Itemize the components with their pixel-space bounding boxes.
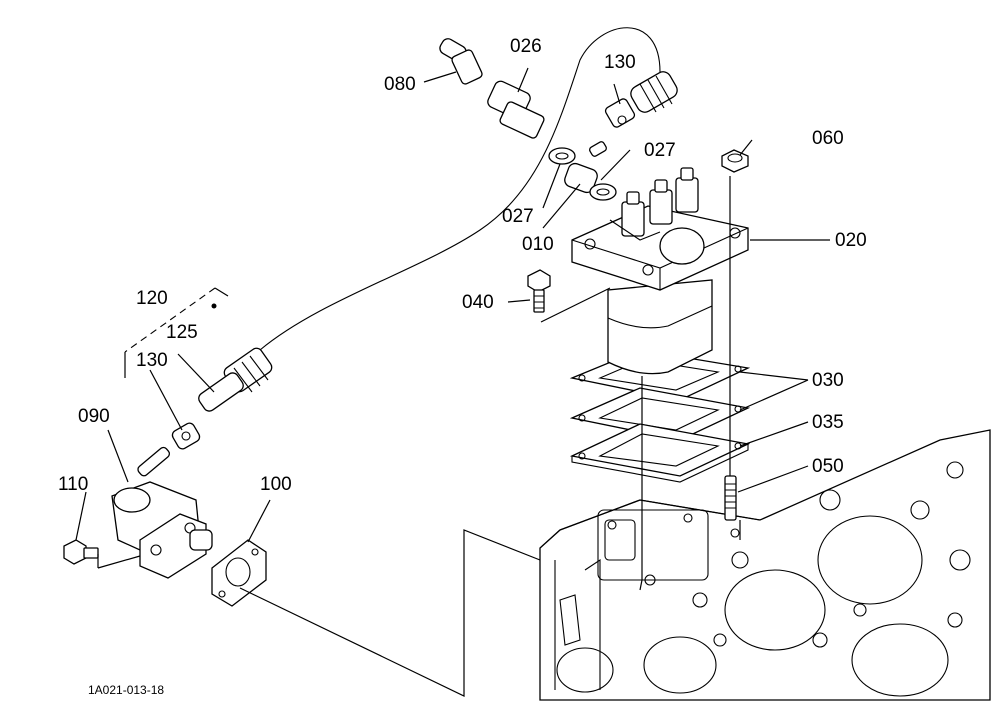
label-130-lower: 130 (136, 350, 168, 371)
washer-027-upper (548, 147, 576, 165)
part-labels: 080 026 130 027 027 010 060 020 040 030 … (58, 36, 867, 495)
banjo-010 (564, 141, 607, 194)
cable-end-130-upper (604, 71, 678, 128)
sleeve-125 (198, 372, 244, 412)
label-035: 035 (812, 412, 844, 433)
label-080: 080 (384, 74, 416, 95)
gasket-035 (569, 423, 751, 483)
clamp-130-lower (171, 422, 201, 450)
drawing-reference: 1A021-013-18 (88, 683, 164, 697)
label-090: 090 (78, 406, 110, 427)
label-050: 050 (812, 456, 844, 477)
bolt-040 (527, 269, 551, 313)
stud-050 (724, 475, 737, 521)
label-020: 020 (835, 230, 867, 251)
label-040: 040 (462, 292, 494, 313)
injection-pump (571, 167, 749, 375)
engine-block (539, 429, 991, 701)
label-060: 060 (812, 128, 844, 149)
banjo-bolt-080 (439, 38, 483, 85)
control-cable (259, 27, 661, 351)
label-026: 026 (510, 36, 542, 57)
label-027-right: 027 (644, 140, 676, 161)
label-027-left: 027 (502, 206, 534, 227)
label-100: 100 (260, 474, 292, 495)
washer-027-lower (589, 183, 617, 201)
label-125: 125 (166, 322, 198, 343)
fitting-026 (487, 80, 545, 139)
gasket-100 (211, 539, 267, 607)
bolt-110 (63, 539, 99, 565)
label-120: 120 (136, 288, 168, 309)
label-030: 030 (812, 370, 844, 391)
rod-end (137, 446, 171, 477)
label-110: 110 (58, 474, 88, 495)
leader-lines (75, 67, 830, 697)
label-130-upper: 130 (604, 52, 636, 73)
nut-060 (721, 149, 749, 173)
solenoid-090 (111, 481, 213, 579)
label-010: 010 (522, 234, 554, 255)
group-bracket-120 (124, 287, 216, 353)
